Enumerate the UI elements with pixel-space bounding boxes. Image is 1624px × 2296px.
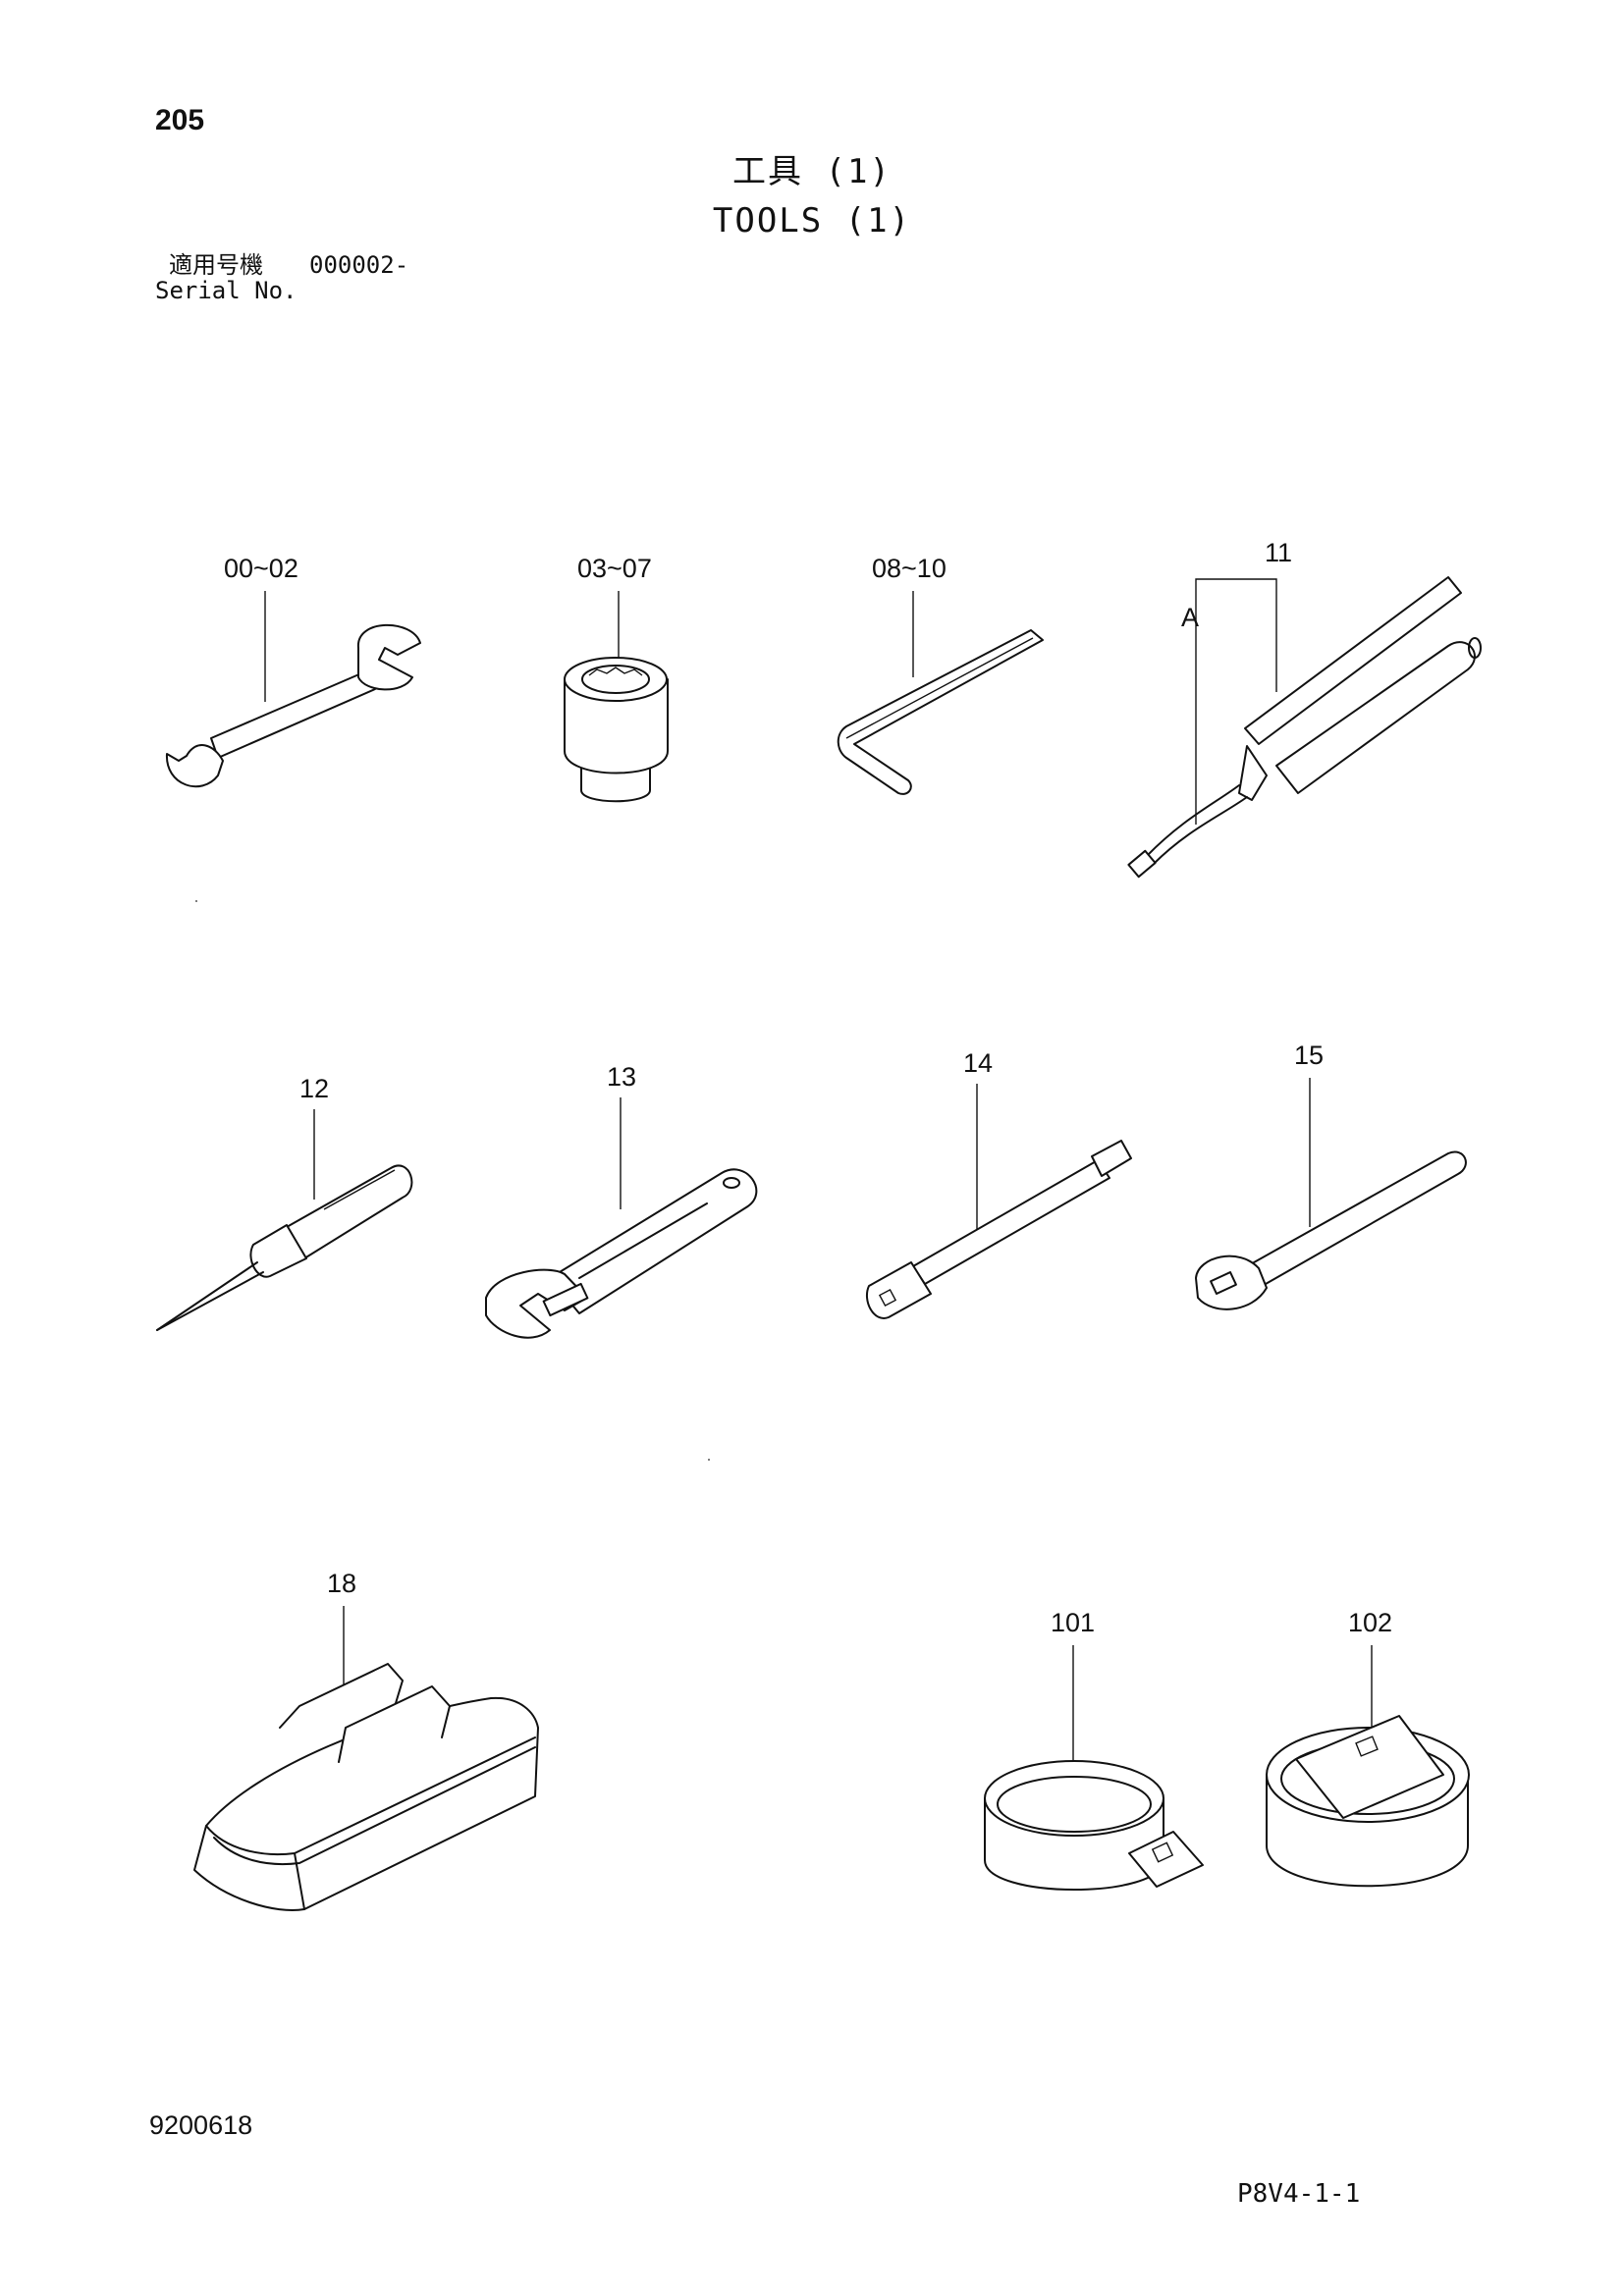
scan-dot [195,900,197,902]
callout-filter-wrench-2: 102 [1348,1608,1392,1637]
adjustable-wrench-drawing: 13 [485,1062,758,1339]
document-number: 9200618 [149,2110,253,2140]
scan-dot [708,1459,710,1461]
filter-wrench-1-drawing: 101 [984,1608,1204,1891]
hex-key-drawing: 08~10 [837,554,1044,795]
screwdriver-drawing: 12 [156,1074,413,1331]
ratchet-handle-drawing: 15 [1195,1041,1467,1310]
page-number: 205 [155,104,205,136]
filter-wrench-2-drawing: 102 [1266,1608,1470,1888]
page-code: P8V4-1-1 [1237,2179,1361,2209]
serial-label-japanese: 適用号機 [169,251,263,279]
callout-tool-bag: 18 [327,1569,356,1598]
callout-wrench: 00~02 [224,554,298,583]
page-title-japanese: 工具 (1) [732,152,892,191]
callout-extension-bar: 14 [963,1048,993,1078]
wrench-drawing: 00~02 [165,554,421,787]
callout-hex-key: 08~10 [872,554,947,583]
page-title: TOOLS (1) [712,201,912,240]
callout-screwdriver: 12 [299,1074,329,1103]
callout-grease-gun-detail: A [1181,603,1199,632]
serial-number-value: 000002- [309,251,409,279]
grease-gun-drawing: 11 A [1127,538,1482,879]
callout-filter-wrench-1: 101 [1051,1608,1095,1637]
callout-ratchet-handle: 15 [1294,1041,1324,1070]
extension-bar-drawing: 14 [866,1048,1132,1319]
socket-drawing: 03~07 [564,554,669,803]
serial-label: Serial No. [155,277,298,304]
callout-grease-gun: 11 [1265,538,1292,567]
callout-adjustable-wrench: 13 [607,1062,636,1092]
tool-bag-drawing: 18 [193,1569,539,1911]
callout-socket: 03~07 [577,554,652,583]
